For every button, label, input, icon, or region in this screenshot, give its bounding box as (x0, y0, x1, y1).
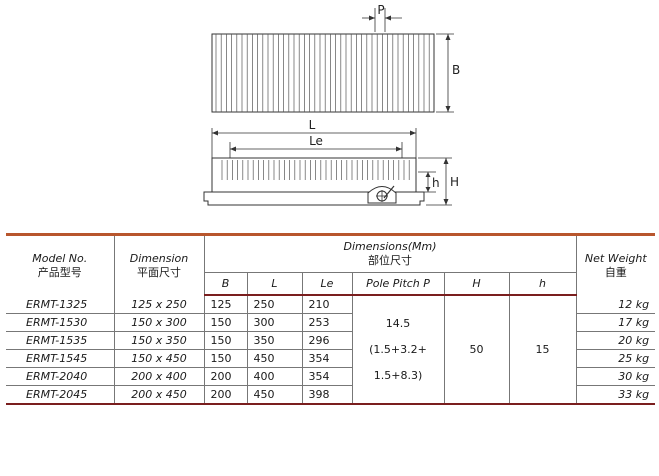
weight-cell: 17 kg (576, 313, 656, 332)
subheader-pole-pitch: Pole Pitch P (351, 272, 445, 296)
weight-cell: 12 kg (576, 295, 656, 314)
subheader-h-lower: h (508, 272, 577, 296)
b-cell: 200 (204, 385, 248, 405)
h-upper-cell: 50 (443, 295, 510, 405)
model-cell: ERMT-1545 (6, 349, 115, 368)
front-view: L Le h H (203, 118, 459, 206)
table-row: ERMT-2045 200 x 450 200 450 398 33 kg (6, 385, 656, 405)
b-cell: 125 (204, 295, 248, 314)
dimensions-mm-header-en: Dimensions(Mm) (343, 240, 437, 253)
model-cell: ERMT-2040 (6, 367, 115, 386)
le-label: Le (309, 134, 323, 148)
dimension-cell: 150 x 450 (114, 349, 205, 368)
le-cell: 354 (302, 349, 353, 368)
weight-header-en: Net Weight (584, 251, 647, 265)
h-upper-label: H (450, 175, 459, 189)
l-cell: 400 (247, 367, 303, 386)
dimensions-mm-header-zh: 部位尺寸 (368, 254, 413, 267)
table-row: ERMT-1530 150 x 300 150 300 253 17 kg (6, 313, 656, 332)
weight-cell: 30 kg (576, 367, 656, 386)
pole-pitch-line: 1.5+8.3) (373, 368, 423, 382)
pole-stripes-top (215, 34, 430, 112)
b-cell: 200 (204, 367, 248, 386)
pole-pitch-cell: 14.5 (1.5+3.2+ 1.5+8.3) (351, 295, 445, 405)
model-cell: ERMT-1535 (6, 331, 115, 350)
dimension-cell: 200 x 400 (114, 367, 205, 386)
dimension-header-en: Dimension (129, 251, 189, 265)
model-header-en: Model No. (32, 251, 88, 265)
le-cell: 354 (302, 367, 353, 386)
subheader-le: Le (301, 272, 353, 296)
table-row: ERMT-1545 150 x 450 150 450 354 25 kg (6, 349, 656, 368)
le-cell: 210 (302, 295, 353, 314)
model-header: Model No. 产品型号 (6, 233, 115, 295)
b-label: B (452, 63, 460, 77)
top-view: P B (211, 3, 460, 113)
model-cell: ERMT-1325 (6, 295, 115, 314)
subheader-l: L (246, 272, 303, 296)
technical-drawing: P B L Le (203, 3, 460, 206)
pole-pitch-line: (1.5+3.2+ (369, 342, 427, 356)
model-cell: ERMT-1530 (6, 313, 115, 332)
l-cell: 450 (247, 385, 303, 405)
l-cell: 450 (247, 349, 303, 368)
weight-cell: 20 kg (576, 331, 656, 350)
b-cell: 150 (204, 313, 248, 332)
dimension-cell: 150 x 300 (114, 313, 205, 332)
subheader-h-upper: H (443, 272, 510, 296)
dimension-header-zh: 平面尺寸 (137, 265, 181, 279)
weight-cell: 33 kg (576, 385, 656, 405)
l-cell: 250 (247, 295, 303, 314)
l-cell: 300 (247, 313, 303, 332)
table-row: ERMT-2040 200 x 400 200 400 354 30 kg (6, 367, 656, 386)
le-cell: 253 (302, 313, 353, 332)
weight-header-zh: 自重 (604, 265, 627, 279)
weight-cell: 25 kg (576, 349, 656, 368)
pole-stripes-front (221, 160, 410, 180)
model-header-zh: 产品型号 (37, 265, 82, 279)
l-cell: 350 (247, 331, 303, 350)
table-row: ERMT-1325 125 x 250 125 250 210 14.5 (1.… (6, 295, 656, 405)
model-cell: ERMT-2045 (6, 385, 115, 405)
l-label: L (309, 118, 316, 132)
pole-pitch-line: 14.5 (385, 316, 411, 330)
dimension-cell: 200 x 450 (114, 385, 205, 405)
spec-table: Model No. 产品型号 Dimension 平面尺寸 Dimensions… (6, 233, 656, 405)
subheader-b: B (203, 272, 248, 296)
p-label: P (377, 3, 384, 17)
weight-header: Net Weight 自重 (575, 233, 656, 295)
h-lower-cell: 15 (508, 295, 577, 405)
h-lower-label: h (432, 176, 440, 190)
le-cell: 398 (302, 385, 353, 405)
dimension-header: Dimension 平面尺寸 (113, 233, 205, 295)
b-cell: 150 (204, 349, 248, 368)
dimensions-mm-header: Dimensions(Mm) 部位尺寸 (203, 233, 577, 273)
dimension-cell: 150 x 350 (114, 331, 205, 350)
dimension-cell: 125 x 250 (114, 295, 205, 314)
le-cell: 296 (302, 331, 353, 350)
table-row: ERMT-1535 150 x 350 150 350 296 20 kg (6, 331, 656, 350)
b-cell: 150 (204, 331, 248, 350)
